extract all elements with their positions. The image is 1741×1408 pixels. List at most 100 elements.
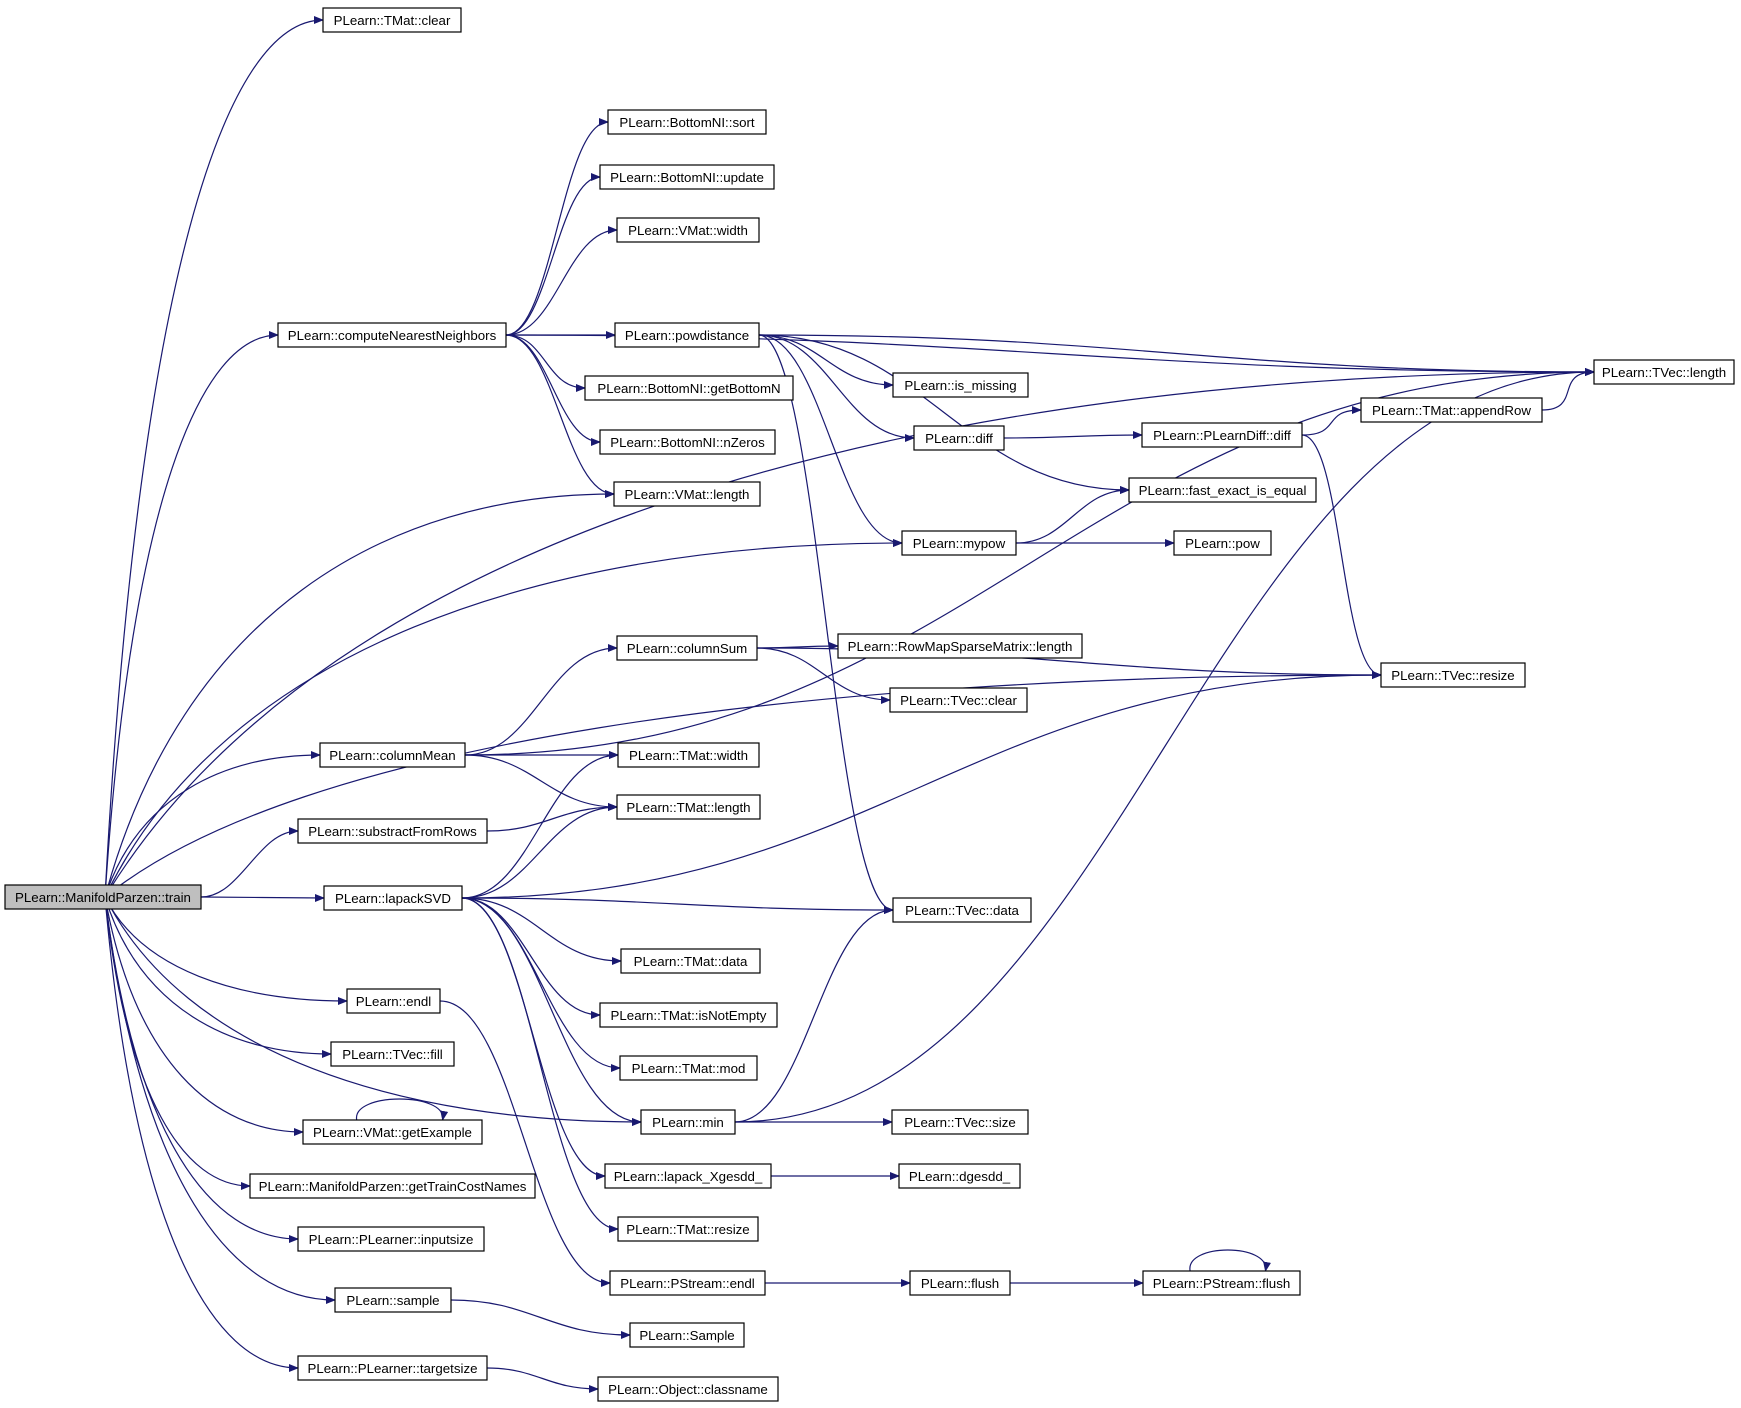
edge-endl-to-pstream-endl xyxy=(439,1000,611,1287)
node-box xyxy=(334,1287,452,1313)
node-powdistance[interactable]: PLearn::powdistance xyxy=(614,322,760,348)
node-subrows[interactable]: PLearn::substractFromRows xyxy=(297,818,488,844)
edge-min-to-tvec-data xyxy=(734,906,894,1123)
node-is-missing[interactable]: PLearn::is_missing xyxy=(892,372,1029,398)
node-box xyxy=(1593,359,1735,385)
node-dgesdd[interactable]: PLearn::dgesdd_ xyxy=(898,1163,1021,1189)
node-diff[interactable]: PLearn::diff xyxy=(913,425,1005,451)
node-box xyxy=(913,425,1005,451)
edge-lapacksvd-to-tmat-data xyxy=(461,897,622,965)
node-targetsize[interactable]: PLearn::PLearner::targetsize xyxy=(297,1355,488,1381)
node-tvec-resize[interactable]: PLearn::TVec::resize xyxy=(1380,662,1526,688)
node-cnn[interactable]: PLearn::computeNearestNeighbors xyxy=(277,322,507,348)
node-label: PLearn::TMat::data xyxy=(634,954,748,969)
node-bottom-update[interactable]: PLearn::BottomNI::update xyxy=(599,164,775,190)
node-label: PLearn::BottomNI::sort xyxy=(619,115,755,130)
edge-root-to-min xyxy=(104,896,642,1126)
node-label: PLearn::RowMapSparseMatrix::length xyxy=(848,639,1073,654)
edge-lapacksvd-to-min xyxy=(461,897,642,1126)
node-columnmean[interactable]: PLearn::columnMean xyxy=(319,742,466,768)
node-box xyxy=(297,818,488,844)
node-fast-eq[interactable]: PLearn::fast_exact_is_equal xyxy=(1128,477,1317,503)
node-vmat-length[interactable]: PLearn::VMat::length xyxy=(613,481,761,507)
node-getbottomn[interactable]: PLearn::BottomNI::getBottomN xyxy=(584,375,794,401)
node-label: PLearn::ManifoldParzen::getTrainCostName… xyxy=(259,1179,527,1194)
node-box xyxy=(1128,477,1317,503)
node-label: PLearn::TMat::length xyxy=(626,800,750,815)
node-root[interactable]: PLearn::ManifoldParzen::train xyxy=(4,884,202,910)
node-tvec-size[interactable]: PLearn::TVec::size xyxy=(891,1109,1029,1135)
edge-columnsum-to-tvec-clear xyxy=(756,647,891,704)
node-pstream-endl[interactable]: PLearn::PStream::endl xyxy=(609,1270,766,1296)
node-tmat-mod[interactable]: PLearn::TMat::mod xyxy=(619,1055,758,1081)
edge-pstream-flush-to-pstream-flush xyxy=(1189,1249,1271,1272)
node-appendrow[interactable]: PLearn::TMat::appendRow xyxy=(1360,397,1543,423)
nodes-layer: PLearn::ManifoldParzen::trainPLearn::TMa… xyxy=(4,7,1735,1402)
edge-root-to-tvec-resize xyxy=(104,671,1382,898)
node-sample-cap[interactable]: PLearn::Sample xyxy=(629,1322,745,1348)
node-min[interactable]: PLearn::min xyxy=(640,1109,736,1135)
node-columnsum[interactable]: PLearn::columnSum xyxy=(616,635,758,661)
edge-root-to-subrows xyxy=(200,827,299,898)
edge-diff-to-plearndiff xyxy=(1003,431,1143,440)
node-label: PLearn::BottomNI::nZeros xyxy=(610,435,765,450)
node-label: PLearn::min xyxy=(652,1115,724,1130)
node-classname[interactable]: PLearn::Object::classname xyxy=(597,1376,779,1402)
node-bottom-sort[interactable]: PLearn::BottomNI::sort xyxy=(607,109,767,135)
node-label: PLearn::TVec::clear xyxy=(900,693,1017,708)
edge-lapacksvd-to-isnotempty xyxy=(461,897,601,1019)
edge-lapacksvd-to-tmat-width xyxy=(461,751,619,899)
edge-root-to-vmat-length xyxy=(104,490,615,898)
node-label: PLearn::columnMean xyxy=(329,748,455,763)
node-tmat-width[interactable]: PLearn::TMat::width xyxy=(617,742,760,768)
node-box xyxy=(319,742,466,768)
node-label: PLearn::sample xyxy=(346,1293,439,1308)
edge-root-to-mypow xyxy=(104,539,903,898)
node-box xyxy=(892,897,1032,923)
node-tmat-data[interactable]: PLearn::TMat::data xyxy=(620,948,761,974)
edge-mypow-to-fast-eq xyxy=(1015,486,1130,544)
edge-sample-to-sample-cap xyxy=(450,1299,631,1339)
node-box xyxy=(640,1109,736,1135)
node-vmat-width[interactable]: PLearn::VMat::width xyxy=(616,217,760,243)
edges-layer xyxy=(104,16,1595,1393)
node-label: PLearn::BottomNI::update xyxy=(610,170,764,185)
node-sample[interactable]: PLearn::sample xyxy=(334,1287,452,1313)
node-flush[interactable]: PLearn::flush xyxy=(909,1270,1011,1296)
node-inputsize[interactable]: PLearn::PLearner::inputsize xyxy=(297,1226,485,1252)
node-tvec-clear[interactable]: PLearn::TVec::clear xyxy=(889,687,1028,713)
edge-root-to-gettraincost xyxy=(104,896,251,1190)
node-mypow[interactable]: PLearn::mypow xyxy=(901,530,1017,556)
node-nzeros[interactable]: PLearn::BottomNI::nZeros xyxy=(599,429,776,455)
node-rmsm-length[interactable]: PLearn::RowMapSparseMatrix::length xyxy=(837,633,1083,659)
node-box xyxy=(584,375,794,401)
node-box xyxy=(629,1322,745,1348)
node-box xyxy=(1142,1270,1301,1296)
node-endl[interactable]: PLearn::endl xyxy=(346,988,441,1014)
node-box xyxy=(599,429,776,455)
node-isnotempty[interactable]: PLearn::TMat::isNotEmpty xyxy=(599,1002,778,1028)
node-box xyxy=(604,1163,772,1189)
edge-root-to-sample xyxy=(104,896,336,1304)
node-plearndiff[interactable]: PLearn::PLearnDiff::diff xyxy=(1141,422,1303,448)
node-pow[interactable]: PLearn::pow xyxy=(1173,530,1272,556)
node-tvec-data[interactable]: PLearn::TVec::data xyxy=(892,897,1032,923)
node-tmat-resize[interactable]: PLearn::TMat::resize xyxy=(617,1216,759,1242)
edge-powdistance-to-tvec-data xyxy=(758,334,894,914)
node-xgesdd[interactable]: PLearn::lapack_Xgesdd_ xyxy=(604,1163,772,1189)
node-lapacksvd[interactable]: PLearn::lapackSVD xyxy=(323,885,463,911)
node-box xyxy=(898,1163,1021,1189)
edge-root-to-columnmean xyxy=(104,751,321,898)
node-box xyxy=(909,1270,1011,1296)
node-box xyxy=(1141,422,1303,448)
node-pstream-flush[interactable]: PLearn::PStream::flush xyxy=(1142,1270,1301,1296)
node-tmat-length[interactable]: PLearn::TMat::length xyxy=(616,794,761,820)
edge-root-to-lapacksvd xyxy=(200,893,325,902)
node-tvec-length[interactable]: PLearn::TVec::length xyxy=(1593,359,1735,385)
node-gettraincost[interactable]: PLearn::ManifoldParzen::getTrainCostName… xyxy=(249,1173,536,1199)
node-tvec-fill[interactable]: PLearn::TVec::fill xyxy=(330,1041,455,1067)
node-getexample[interactable]: PLearn::VMat::getExample xyxy=(302,1119,483,1145)
node-tmat-clear[interactable]: PLearn::TMat::clear xyxy=(322,7,462,33)
node-box xyxy=(889,687,1028,713)
node-box xyxy=(330,1041,455,1067)
